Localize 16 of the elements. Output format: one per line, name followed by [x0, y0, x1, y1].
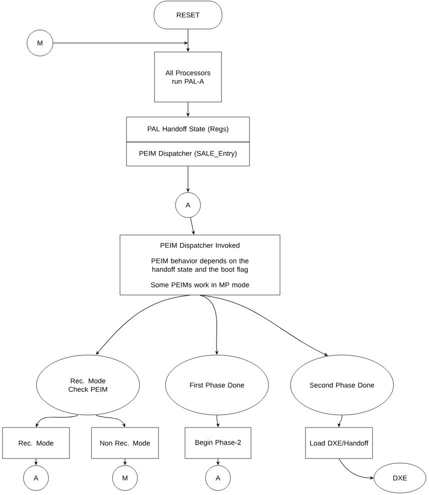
- arrow: [96, 414, 126, 427]
- arrow: [34, 458, 38, 465]
- arrow: [190, 217, 195, 234]
- arrow: [124, 458, 126, 465]
- arrow: [338, 414, 342, 427]
- arrow: [186, 28, 190, 52]
- arrow: [36, 414, 78, 427]
- arrow: [186, 102, 190, 116]
- arrow: [96, 294, 190, 355]
- arrow: [200, 294, 218, 354]
- arrow: [216, 414, 220, 427]
- arrow: [186, 166, 190, 192]
- arrow: [52, 42, 188, 44]
- arrow: [200, 294, 328, 356]
- arrow: [216, 458, 220, 465]
- arrow: [338, 458, 374, 480]
